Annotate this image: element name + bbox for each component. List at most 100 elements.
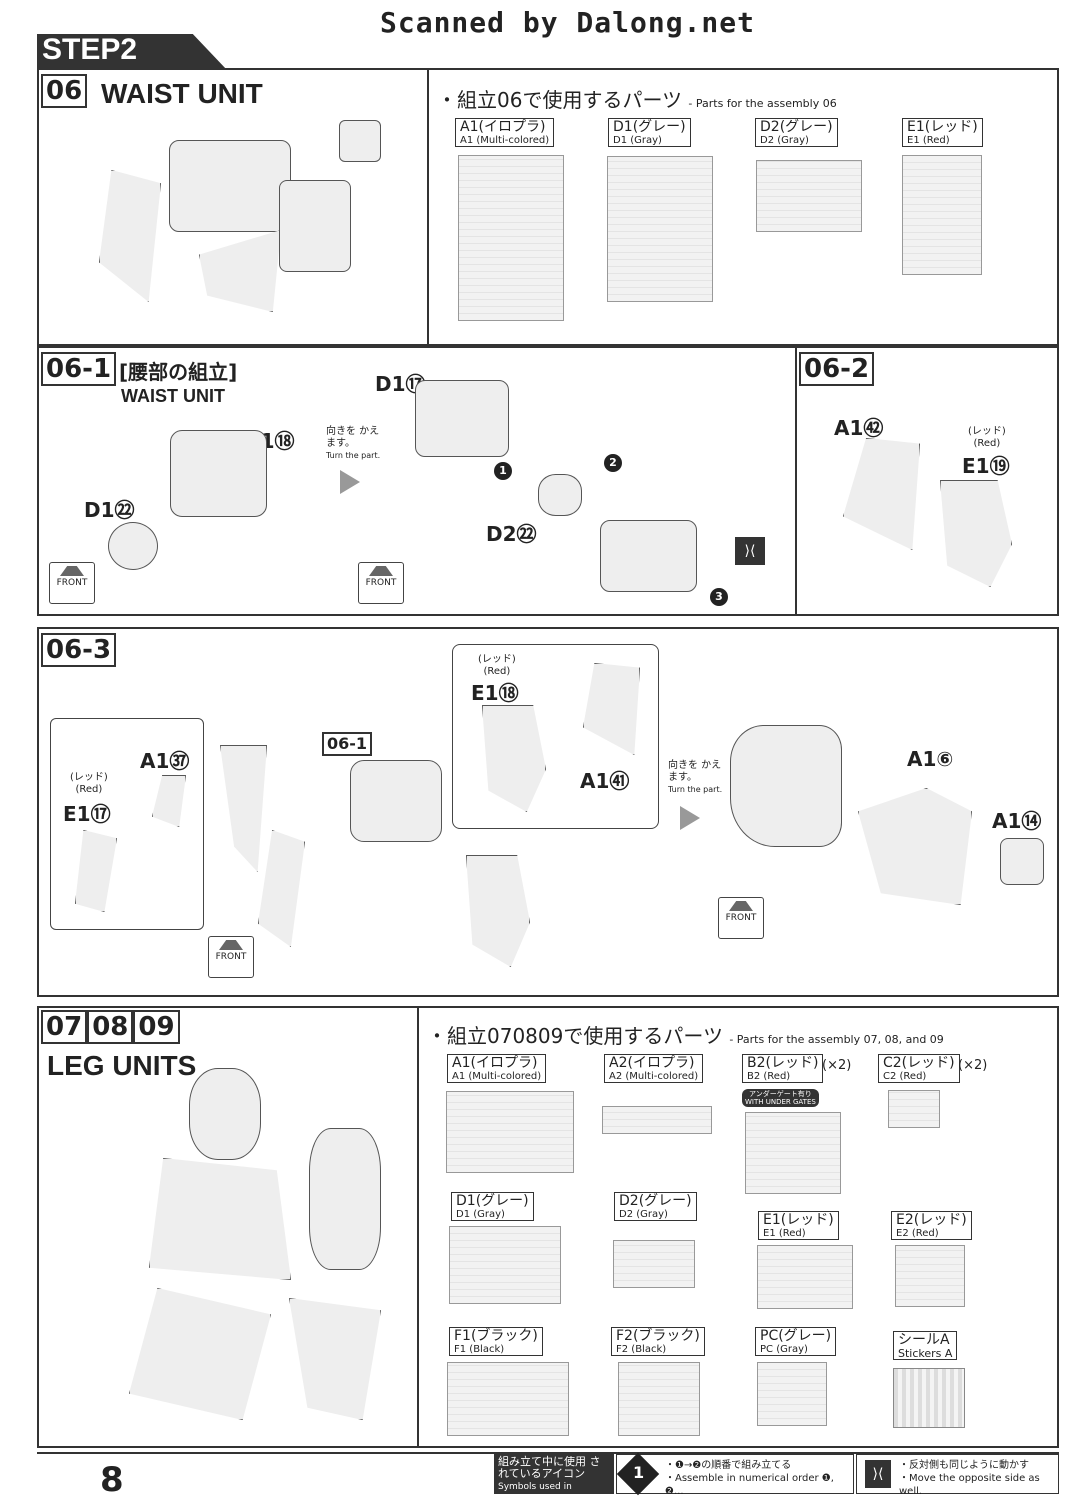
part-label: E1⑱	[471, 681, 519, 705]
waist-block-illustration	[350, 760, 442, 842]
section-title-en: WAIST UNIT	[121, 386, 225, 406]
section-number: 07	[41, 1010, 88, 1044]
waist-frame-illustration	[170, 430, 267, 517]
sprue-c2	[888, 1090, 940, 1128]
leg-part-illustration	[309, 1128, 381, 1270]
reference-number: 06-1	[322, 732, 373, 756]
front-indicator: FRONT	[358, 562, 404, 604]
sprue-d1	[449, 1226, 561, 1304]
leg-part-illustration	[149, 1158, 291, 1280]
footer-rule	[37, 1452, 1059, 1454]
sprue-e2	[895, 1245, 965, 1307]
step-number: 1	[494, 461, 512, 480]
assembly-order-legend: 1 ・❶→❷の順番で組み立てる・Assemble in numerical or…	[616, 1452, 854, 1497]
part-label: D1㉒	[84, 498, 135, 522]
color-note: (レッド)(Red)	[70, 772, 108, 795]
part-label: A1㊷	[834, 416, 884, 440]
parts-tag-d2: D2(グレー)D2 (Gray)	[755, 118, 838, 147]
multiplier: (×2)	[958, 1058, 988, 1073]
waist-frame-illustration	[415, 380, 509, 457]
cover-part-illustration	[108, 522, 158, 570]
sprue-e1	[757, 1245, 853, 1309]
parts-tag-f1: F1(ブラック)F1 (Black)	[449, 1327, 543, 1356]
parts-tag-c2: C2(レッド)C2 (Red)	[878, 1054, 960, 1083]
leg-part-illustration	[289, 1298, 381, 1420]
waist-part-illustration	[339, 120, 381, 162]
waist-block-illustration	[600, 520, 697, 592]
sprue-a2	[602, 1106, 712, 1134]
section-number: 06-1	[41, 352, 117, 386]
part-label: E1⑰	[63, 802, 111, 826]
front-indicator: FRONT	[718, 897, 764, 939]
section-number: 06	[41, 74, 88, 108]
section-title: LEG UNITS	[47, 1050, 197, 1081]
waist-part-illustration	[279, 180, 351, 272]
step-banner	[37, 34, 227, 70]
cover-part-illustration	[538, 474, 582, 516]
section-06-illustration: 06 WAIST UNIT	[37, 68, 429, 346]
multiplier: (×2)	[822, 1058, 852, 1073]
opposite-side-legend: ⟩⟨ ・反対側も同じように動かす・Move the opposite side …	[856, 1454, 1059, 1497]
parts-tag-e1: E1(レッド)E1 (Red)	[758, 1211, 839, 1240]
section-number: 08	[87, 1010, 134, 1044]
part-label: A1⑭	[992, 809, 1042, 833]
waist-part-illustration	[169, 140, 291, 232]
waist-part-illustration	[199, 230, 281, 312]
parts-tag-f2: F2(ブラック)F2 (Black)	[611, 1327, 705, 1356]
waist-part-illustration	[99, 170, 161, 302]
turn-note: 向きを かえます。Turn the part.	[326, 426, 381, 460]
parts-tag-e1: E1(レッド)E1 (Red)	[902, 118, 983, 147]
color-note: (レッド)(Red)	[968, 426, 1006, 449]
order-icon-label: 1	[633, 1463, 645, 1482]
move-opposite-icon: ⟩⟨	[865, 1460, 891, 1488]
sprue-pc	[757, 1362, 827, 1426]
parts-tag-a2: A2(イロプラ)A2 (Multi-colored)	[604, 1054, 704, 1083]
parts-tag-a1: A1(イロプラ)A1 (Multi-colored)	[447, 1054, 547, 1083]
sprue-f1	[447, 1362, 569, 1436]
section-number: 06-3	[41, 633, 117, 667]
section-06-2: 06-2	[795, 346, 1059, 616]
section-number: 09	[133, 1010, 180, 1044]
sprue-d2	[756, 160, 862, 232]
leg-part-illustration	[129, 1288, 271, 1420]
parts-heading: ・組立06で使用するパーツ - Parts for the assembly 0…	[437, 88, 837, 112]
part-label: A1㊲	[140, 749, 190, 773]
step-number: 3	[710, 587, 728, 606]
sticker-sheet	[893, 1368, 965, 1428]
front-indicator: FRONT	[208, 936, 254, 978]
parts-tag-d2: D2(グレー)D2 (Gray)	[614, 1192, 697, 1221]
section-title: WAIST UNIT	[101, 78, 263, 109]
turn-note: 向きを かえます。Turn the part.	[668, 760, 723, 794]
sprue-d1	[607, 156, 713, 302]
parts-tag-e2: E2(レッド)E2 (Red)	[891, 1211, 972, 1240]
part-label: D2㉒	[486, 522, 537, 546]
parts-tag-b2: B2(レッド)B2 (Red)	[742, 1054, 824, 1083]
color-note: (レッド)(Red)	[478, 654, 516, 677]
page-number: 8	[100, 1460, 124, 1500]
parts-tag-pc: PC(グレー)PC (Gray)	[755, 1327, 837, 1356]
parts-heading: ・組立070809で使用するパーツ - Parts for the assemb…	[427, 1024, 944, 1048]
sprue-f2	[618, 1362, 700, 1436]
parts-tag-a1: A1(イロプラ)A1 (Multi-colored)	[455, 118, 555, 147]
part-label: E1⑲	[962, 454, 1010, 478]
sprue-a1	[458, 155, 564, 321]
section-number: 06-2	[799, 352, 875, 386]
part-label: A1⑥	[907, 747, 954, 771]
parts-tag-d1: D1(グレー)D1 (Gray)	[608, 118, 691, 147]
sprue-b2	[745, 1112, 841, 1194]
scan-credit: Scanned by Dalong.net	[380, 6, 756, 39]
turn-arrow	[340, 470, 360, 494]
leg-part-illustration	[189, 1068, 261, 1160]
sprue-e1	[902, 155, 982, 275]
step-number: 2	[604, 453, 622, 472]
sprue-a1	[446, 1091, 574, 1173]
parts-tag-d1: D1(グレー)D1 (Gray)	[451, 1192, 534, 1221]
sprue-d2	[613, 1240, 695, 1288]
move-opposite-icon: ⟩⟨	[735, 537, 765, 565]
part-label: A1㊶	[580, 769, 630, 793]
section-title-jp: [腰部の組立]	[119, 360, 238, 384]
